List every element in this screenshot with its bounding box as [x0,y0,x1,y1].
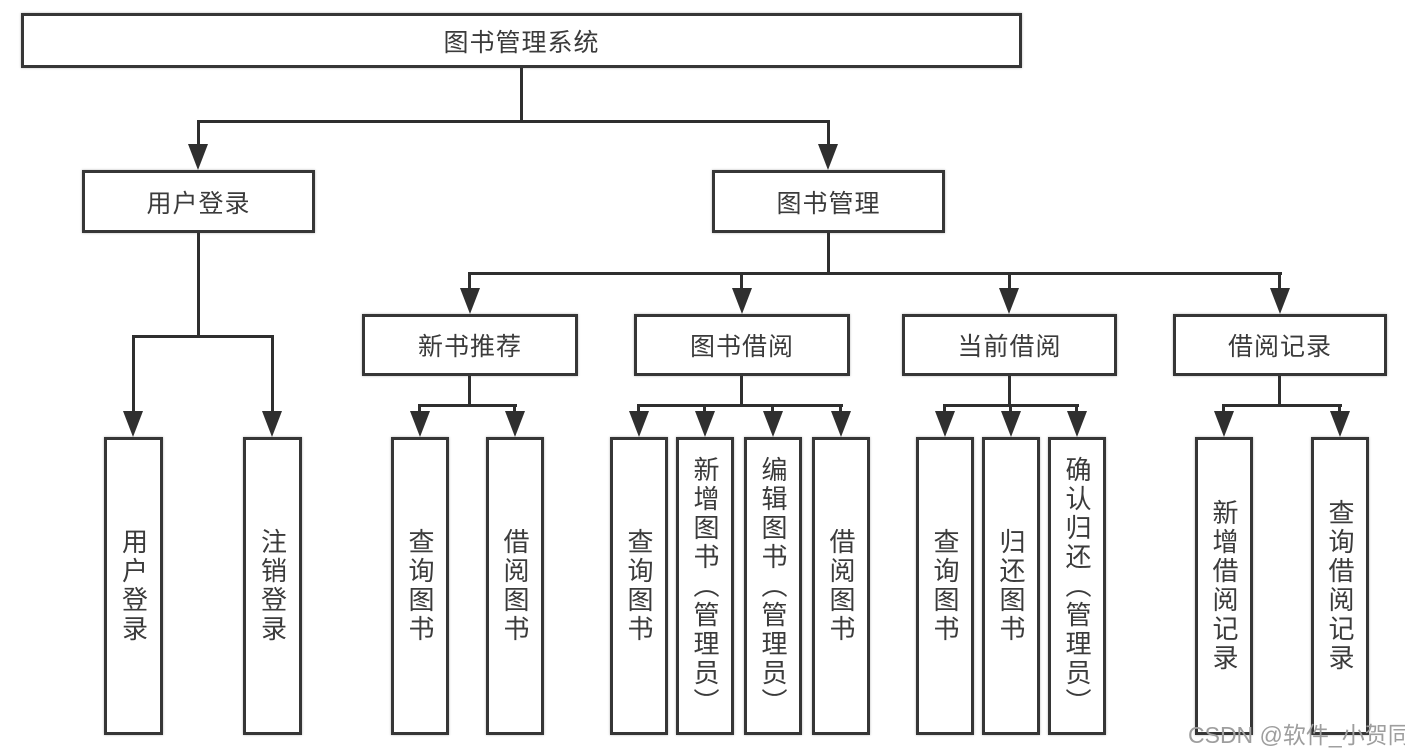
node-book-borrow-label: 图书借阅 [689,333,794,361]
connector-drop [637,404,640,414]
arrowhead-down-icon [818,144,838,170]
connector-drop [1075,404,1078,414]
arrowhead-down-icon [505,411,525,437]
connector-drop [943,404,946,414]
connector-drop [468,272,471,290]
node-borrow-records-label: 借阅记录 [1227,333,1332,361]
node-user-login: 用户登录 [82,170,315,233]
leaf-query-books-borrow: 查询图书 [610,437,668,735]
arrowhead-down-icon [460,288,480,314]
connector-drop [1338,404,1341,414]
connector-drop [771,404,774,414]
connector-drop [132,335,135,413]
connector-drop [197,120,200,146]
connector-drop [513,404,516,414]
connector-branch [418,404,517,407]
arrowhead-down-icon [629,411,649,437]
connector-stem [827,233,830,272]
leaf-add-borrow-record-label: 新增借阅记录 [1209,499,1239,673]
node-borrow-records: 借阅记录 [1173,314,1387,376]
connector-branch [1222,404,1342,407]
connector-stem [197,233,200,335]
leaf-borrow-books-recommend: 借阅图书 [486,437,544,735]
connector-drop [1009,404,1012,414]
leaf-add-book-admin: 新增图书（管理员） [676,437,734,735]
node-root-label: 图书管理系统 [443,28,600,57]
connector-drop [703,404,706,414]
connector-drop [839,404,842,414]
leaf-query-books-borrow-label: 查询图书 [624,528,654,644]
leaf-query-books-recommend-label: 查询图书 [405,528,435,644]
arrowhead-down-icon [188,144,208,170]
arrowhead-down-icon [695,411,715,437]
arrowhead-down-icon [262,411,282,437]
node-current-borrow-label: 当前借阅 [957,333,1062,361]
connector-drop [740,272,743,290]
leaf-query-borrow-record-label: 查询借阅记录 [1325,499,1355,673]
connector-drop [1008,272,1011,290]
arrowhead-down-icon [1214,411,1234,437]
leaf-query-books-recommend: 查询图书 [391,437,449,735]
arrowhead-down-icon [1067,411,1087,437]
leaf-user-login: 用户登录 [104,437,163,735]
leaf-edit-book-admin-label: 编辑图书（管理员） [758,455,788,717]
leaf-logout-label: 注销登录 [257,528,288,644]
arrowhead-down-icon [999,288,1019,314]
arrowhead-down-icon [1330,411,1350,437]
arrowhead-down-icon [831,411,851,437]
leaf-add-borrow-record: 新增借阅记录 [1195,437,1253,735]
node-current-borrow: 当前借阅 [902,314,1117,376]
leaf-return-books-label: 归还图书 [996,528,1026,644]
node-new-book-recommend: 新书推荐 [362,314,578,376]
leaf-query-books-current: 查询图书 [916,437,974,735]
connector-stem [1278,376,1281,404]
leaf-borrow-books-recommend-label: 借阅图书 [500,528,530,644]
connector-drop [271,335,274,413]
arrowhead-down-icon [123,411,143,437]
node-root: 图书管理系统 [21,13,1022,68]
node-new-book-recommend-label: 新书推荐 [417,333,522,361]
connector-stem [468,376,471,404]
connector-stem [740,376,743,404]
leaf-confirm-return-admin: 确认归还（管理员） [1048,437,1106,735]
leaf-edit-book-admin: 编辑图书（管理员） [744,437,802,735]
leaf-query-borrow-record: 查询借阅记录 [1311,437,1369,735]
connector-drop [827,120,830,146]
arrowhead-down-icon [1001,411,1021,437]
watermark: CSDN @软件_小贺同学 [1188,722,1405,748]
node-user-login-label: 用户登录 [146,189,251,218]
leaf-borrow-books-2-label: 借阅图书 [826,528,856,644]
connector-drop [1222,404,1225,414]
arrowhead-down-icon [935,411,955,437]
connector-branch [468,272,1282,275]
connector-branch [197,120,830,123]
node-book-management: 图书管理 [712,170,945,233]
leaf-user-login-label: 用户登录 [118,528,149,644]
node-book-management-label: 图书管理 [776,189,881,218]
connector-branch [132,335,274,338]
connector-branch [637,404,843,407]
node-book-borrow: 图书借阅 [634,314,850,376]
leaf-confirm-return-admin-label: 确认归还（管理员） [1062,455,1092,717]
leaf-borrow-books-2: 借阅图书 [812,437,870,735]
connector-stem [1008,376,1011,404]
arrowhead-down-icon [1270,288,1290,314]
leaf-query-books-current-label: 查询图书 [930,528,960,644]
connector-stem [520,68,523,120]
leaf-logout: 注销登录 [243,437,302,735]
connector-drop [1278,272,1281,290]
arrowhead-down-icon [732,288,752,314]
arrowhead-down-icon [410,411,430,437]
leaf-return-books: 归还图书 [982,437,1040,735]
connector-drop [418,404,421,414]
arrowhead-down-icon [763,411,783,437]
leaf-add-book-admin-label: 新增图书（管理员） [690,455,720,717]
